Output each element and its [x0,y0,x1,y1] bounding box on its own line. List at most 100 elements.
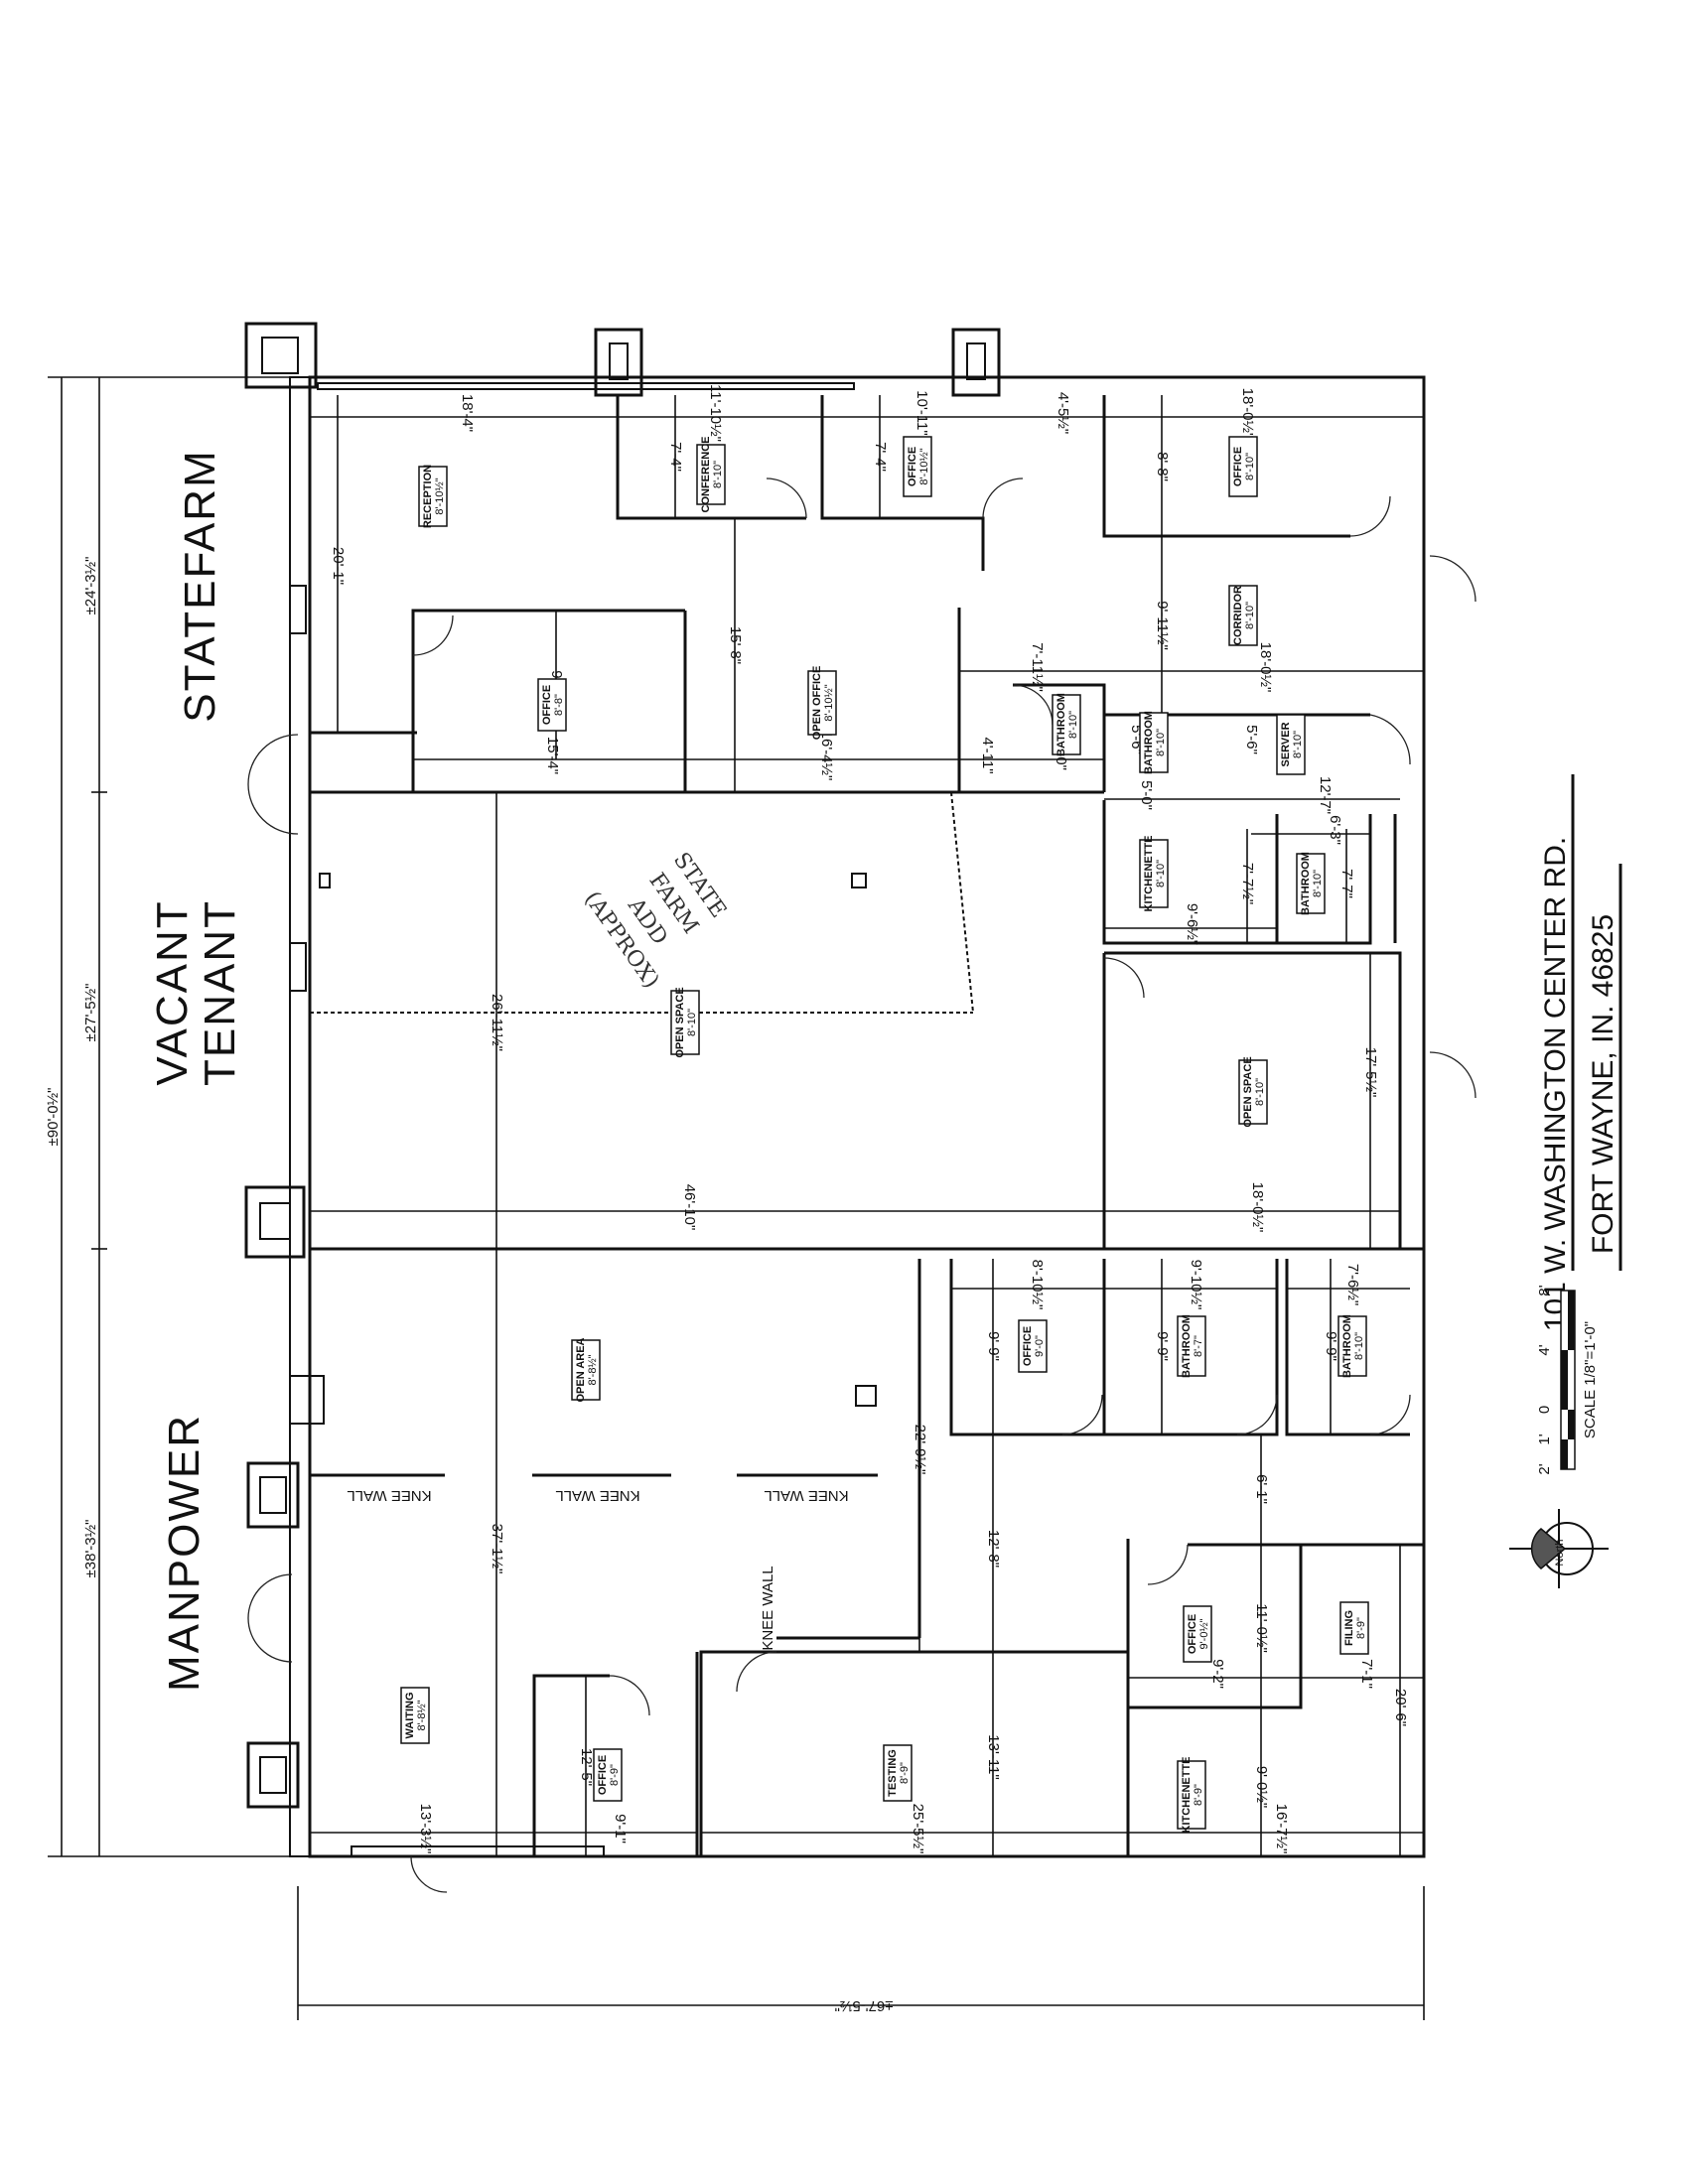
dim: 18'-0½" [1239,388,1256,439]
svg-text:8'-10": 8'-10" [1067,711,1079,739]
door-swing [1103,957,1145,999]
door-swing [1061,1394,1103,1435]
column-marker [319,873,331,888]
tenant-label-manpower: MANPOWER [160,1414,209,1692]
dim: 13'-3½" [417,1804,434,1854]
door-swing [412,614,454,656]
exterior-door [1429,555,1477,603]
scale-label: SCALE 1/8"=1'-0" [1582,1321,1599,1438]
dim: 12'-7" [1317,776,1334,814]
north-wall-band [317,382,855,390]
dim: 13'-11" [985,1734,1002,1779]
column-core [259,1202,291,1240]
office-wall [1102,395,1350,538]
handwritten-note: STATE FARM ADD (APPROX) [579,848,731,993]
svg-text:OFFICE: OFFICE [1022,1326,1034,1366]
room-tag-office: OFFICE 8'-10" [1228,436,1258,497]
svg-text:OPEN AREA: OPEN AREA [575,1337,587,1402]
svg-text:BATHROOM: BATHROOM [1181,1314,1193,1378]
svg-text:8'-7": 8'-7" [1193,1335,1204,1357]
svg-text:8'-10½": 8'-10½" [918,448,930,484]
scale-bar: 8' 4' 0 1' 2' SCALE 1/8"=1'-0" [1536,1285,1599,1474]
room-tag-bathroom: BATHROOM 8'-10" [1052,693,1081,756]
dim: 11'-0½" [1253,1603,1270,1653]
manpower-depth-dim: ±38'-3½" [82,1520,99,1578]
dim: 8'-8" [1154,452,1171,481]
room-tag-office: OFFICE 8'-8" [537,678,567,732]
door-swing [736,1651,777,1693]
room-tag-reception: RECEPTION 8'-10½" [418,465,448,528]
dim: 7'-6½" [1344,1264,1361,1305]
room-tag-open-space: OPEN SPACE 8'-10" [670,987,700,1058]
column [951,328,1001,397]
dim: 9'-6½" [1184,903,1200,945]
svg-text:8'-10": 8'-10" [1292,731,1304,758]
svg-text:FILING: FILING [1343,1610,1355,1646]
testing-wall [699,1650,1128,1856]
dim: 9'-2" [1209,1659,1226,1689]
svg-text:8'-8½": 8'-8½" [587,1354,599,1385]
svg-text:OPEN OFFICE: OPEN OFFICE [811,666,823,741]
svg-text:8'-10½": 8'-10½" [434,478,446,514]
room-tag-kitchenette: KITCHENETTE 8'-9" [1177,1757,1206,1834]
knee-wall-label: KNEE WALL [347,1487,431,1504]
dim: 5'-0" [1138,780,1155,810]
rear-wall-band [351,1845,605,1857]
dim: 20'-1" [330,547,347,585]
window-panel [289,1375,325,1425]
svg-text:8'-9": 8'-9" [1193,1784,1204,1806]
svg-text:8'-10": 8'-10" [1244,602,1256,629]
room-tag-corridor: CORRIDOR 8'-10" [1228,585,1258,646]
bathroom-wall [1285,1259,1410,1436]
svg-text:BATHROOM: BATHROOM [1341,1314,1353,1378]
svg-text:8'-9": 8'-9" [899,1762,911,1784]
column [594,328,643,397]
svg-text:8'-10": 8'-10" [1155,860,1167,887]
dim: 37'-1½" [489,1524,505,1574]
svg-text:8'-9": 8'-9" [609,1764,621,1786]
svg-text:CONFERENCE: CONFERENCE [700,436,712,512]
window-panel [289,585,307,634]
dim: 9'-10½" [1188,1260,1204,1310]
scale-tick: 0 [1536,1406,1553,1414]
room-tag-kitchenette: KITCHENETTE 8'-10" [1139,836,1169,912]
rear-door [410,1855,448,1893]
svg-text:8'-10": 8'-10" [1254,1078,1266,1106]
exterior-door [1429,1051,1477,1099]
dim: 7'-4" [667,442,684,472]
scale-bar-segment [1561,1350,1568,1410]
address-line2: FORT WAYNE, IN. 46825 [1587,914,1619,1254]
state-farm-add-edge [950,791,974,1014]
entry-door [247,1573,293,1619]
north-arrow-icon: North [1509,1509,1609,1588]
room-tag-waiting: WAITING 8'-8½" [400,1687,430,1744]
dim: 4'-5½" [1055,392,1071,434]
dim: 12'-8" [985,1530,1002,1568]
room-tag-open-area: OPEN AREA 8'-8½" [571,1337,601,1403]
svg-text:BATHROOM: BATHROOM [1143,711,1155,774]
tenant-label-statefarm: STATEFARM [176,449,224,723]
knee-wall-label: KNEE WALL [555,1487,639,1504]
dim: 7'-11½" [1029,642,1046,692]
dim: 10'-11" [914,390,930,435]
column-core [966,342,986,380]
svg-text:WAITING: WAITING [404,1692,416,1738]
scale-bar-segment [1568,1291,1575,1350]
column-core [259,1476,287,1514]
knee-wall-label: KNEE WALL [764,1487,848,1504]
dim: 20'-6" [1392,1689,1409,1726]
dim: 18'-4" [459,394,476,432]
dim: 6'-1" [1253,1474,1270,1504]
svg-text:OFFICE: OFFICE [1187,1614,1198,1654]
svg-text:8'-10": 8'-10" [1155,729,1167,756]
dim: 16'-7½" [1273,1804,1290,1854]
dim: 7'-4" [872,442,889,472]
svg-text:OFFICE: OFFICE [597,1755,609,1795]
dim: 7'-7" [1338,869,1355,898]
statefarm-depth-dim: ±24'-3½" [82,557,99,615]
dim: 9'-9" [1323,1331,1339,1361]
svg-text:8'-10½": 8'-10½" [823,684,835,721]
door-swing [1236,1394,1278,1435]
entry-door [247,783,299,835]
